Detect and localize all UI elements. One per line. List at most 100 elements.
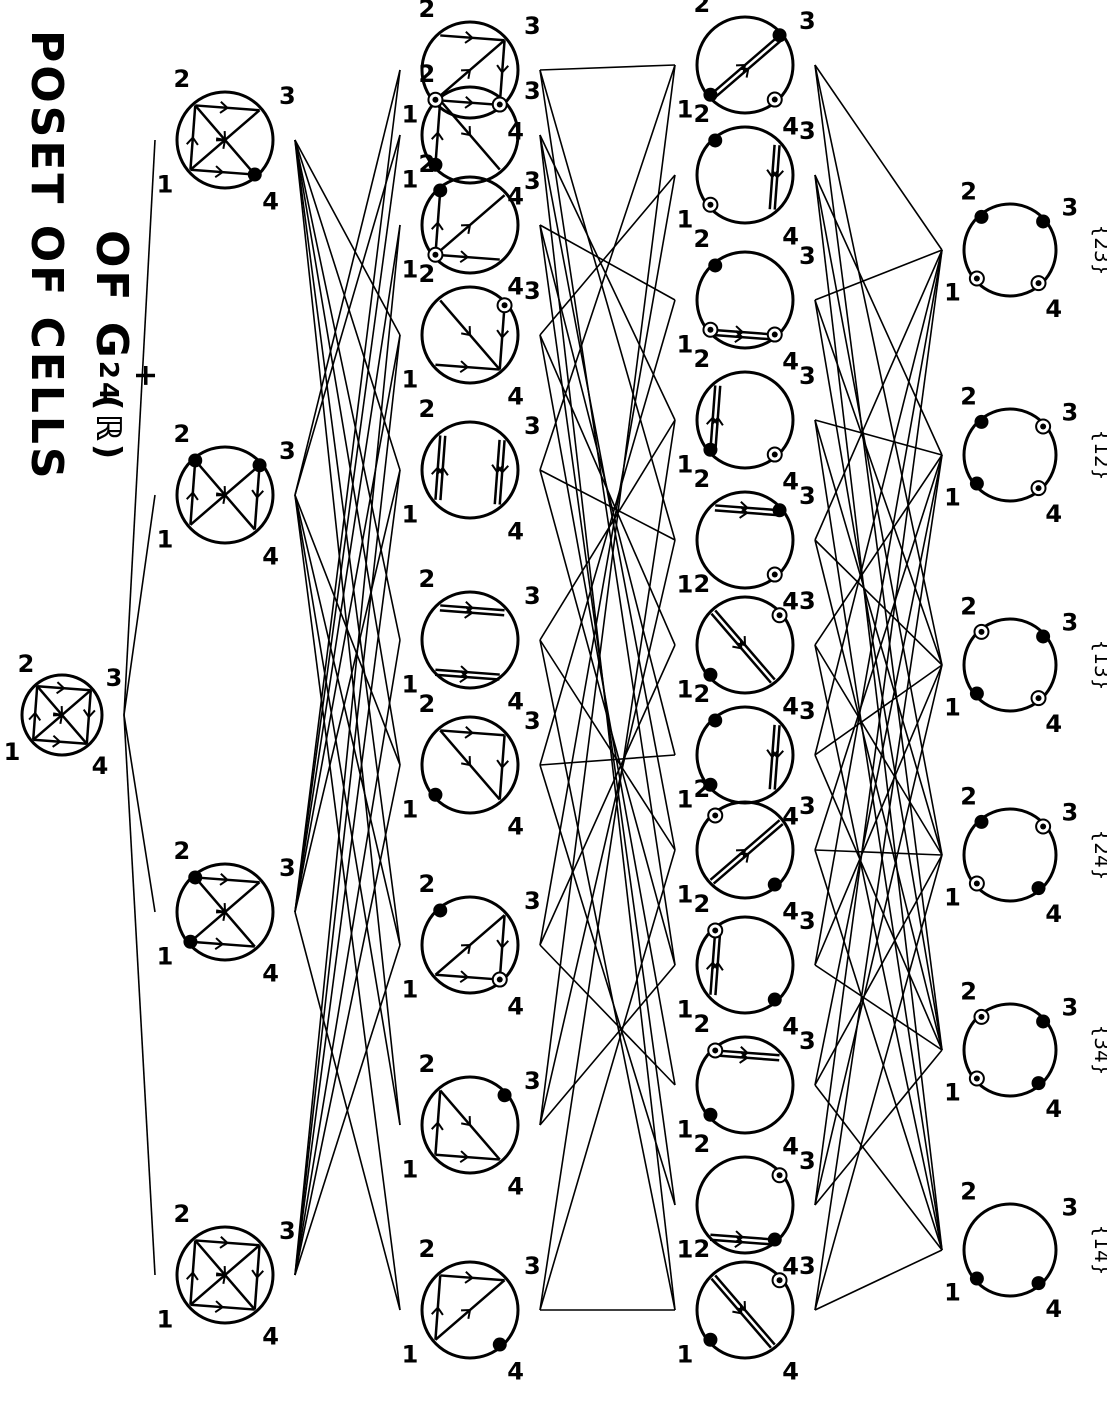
vertex-label: 1 xyxy=(402,796,419,824)
open-vertex-dot xyxy=(771,451,778,458)
edge-arrow xyxy=(56,681,66,695)
cover-line xyxy=(294,139,401,336)
cover-line xyxy=(539,964,676,1126)
vertex-label: 3 xyxy=(524,277,541,305)
cover-line xyxy=(814,849,943,1251)
cover-line xyxy=(294,639,401,1276)
open-vertex-dot xyxy=(771,571,778,578)
vertex-label: 4 xyxy=(782,1012,799,1040)
vertex-label: 1 xyxy=(677,1341,694,1369)
vertex-label: 4 xyxy=(1045,710,1062,738)
vertex-label: 2 xyxy=(693,100,710,128)
vertex-label: 1 xyxy=(677,331,694,359)
vertex-label: 3 xyxy=(1061,799,1078,827)
cell-circle xyxy=(695,595,795,695)
edge-arrow xyxy=(219,1236,229,1249)
cell-circle xyxy=(962,617,1058,713)
cell-circle xyxy=(420,1260,520,1360)
vertex-label: 1 xyxy=(677,571,694,599)
edge-arrow xyxy=(736,848,747,859)
vertex-label: 1 xyxy=(4,738,21,766)
vertex-label: 1 xyxy=(944,1079,961,1107)
vertex-label: 2 xyxy=(418,1235,435,1263)
open-vertex-dot xyxy=(712,927,719,934)
open-vertex-dot xyxy=(496,101,503,108)
vertex-label: 1 xyxy=(677,206,694,234)
vertex-label: 1 xyxy=(402,1156,419,1184)
vertex-label: 4 xyxy=(507,812,524,840)
open-vertex-dot xyxy=(496,976,503,983)
vertex-label: 4 xyxy=(782,802,799,830)
cover-line xyxy=(294,134,401,913)
cover-line xyxy=(294,911,401,1311)
vertex-label: 1 xyxy=(677,881,694,909)
vertex-label: 4 xyxy=(507,382,524,410)
vertex-label: 2 xyxy=(693,225,710,253)
vertex-label: 4 xyxy=(262,959,279,987)
vertex-label: 1 xyxy=(677,1236,694,1264)
cell-circle xyxy=(420,895,520,995)
title-field: (ℝ) xyxy=(88,394,128,463)
filled-vertex xyxy=(969,476,984,491)
edge-arrow xyxy=(464,605,474,619)
filled-vertex xyxy=(497,1088,512,1103)
filled-vertex xyxy=(1031,1076,1046,1091)
edge-arrow xyxy=(214,1300,225,1314)
open-vertex-dot xyxy=(501,302,508,309)
cover-line xyxy=(814,754,943,1051)
vertex-label: 1 xyxy=(157,171,174,199)
open-vertex-dot xyxy=(432,251,439,258)
edge-arrow xyxy=(461,756,472,767)
edge-arrow xyxy=(216,486,227,497)
vertex-label: 3 xyxy=(799,362,816,390)
edge-arrow xyxy=(496,64,509,74)
cell-circle xyxy=(962,407,1058,503)
vertex-label: 3 xyxy=(799,1252,816,1280)
open-vertex-dot xyxy=(1035,485,1042,492)
filled-vertex xyxy=(772,28,787,43)
vertex-label: 2 xyxy=(960,978,977,1006)
edge-arrow xyxy=(464,31,474,44)
vertex-label: 1 xyxy=(402,256,419,284)
cover-relation-lines xyxy=(123,64,943,1311)
cover-line xyxy=(294,224,401,1276)
open-vertex-dot xyxy=(771,331,778,338)
filled-vertex xyxy=(428,787,443,802)
cover-line xyxy=(814,849,943,856)
vertex-label: 4 xyxy=(782,897,799,925)
edge-arrow xyxy=(739,852,750,863)
filled-vertex xyxy=(703,777,718,792)
cover-line xyxy=(539,69,676,966)
vertex-label: 4 xyxy=(782,222,799,250)
cell-circle xyxy=(695,370,795,470)
edge-arrow xyxy=(459,665,470,679)
cell-circle xyxy=(695,15,795,115)
cover-line xyxy=(814,64,943,251)
edge-arrow xyxy=(736,1301,747,1312)
cell-circle xyxy=(695,705,795,805)
open-vertex-dot xyxy=(432,96,439,103)
edge-arrow xyxy=(496,329,509,339)
edge-arrow xyxy=(461,68,472,79)
subset-label: {23} xyxy=(1090,225,1107,276)
vertex-label: 1 xyxy=(402,366,419,394)
edge-arrow xyxy=(431,1306,444,1316)
cell-circle xyxy=(175,1225,275,1325)
cell-circle xyxy=(420,420,520,520)
filled-vertex xyxy=(188,870,203,885)
vertex-label: 4 xyxy=(1045,1095,1062,1123)
vertex-label: 3 xyxy=(799,482,816,510)
cover-line xyxy=(294,139,401,766)
edge-arrow xyxy=(459,670,469,684)
vertex-label: 3 xyxy=(799,242,816,270)
edge-arrow xyxy=(431,221,444,231)
edge-arrow xyxy=(216,131,227,142)
vertex-label: 3 xyxy=(1061,994,1078,1022)
